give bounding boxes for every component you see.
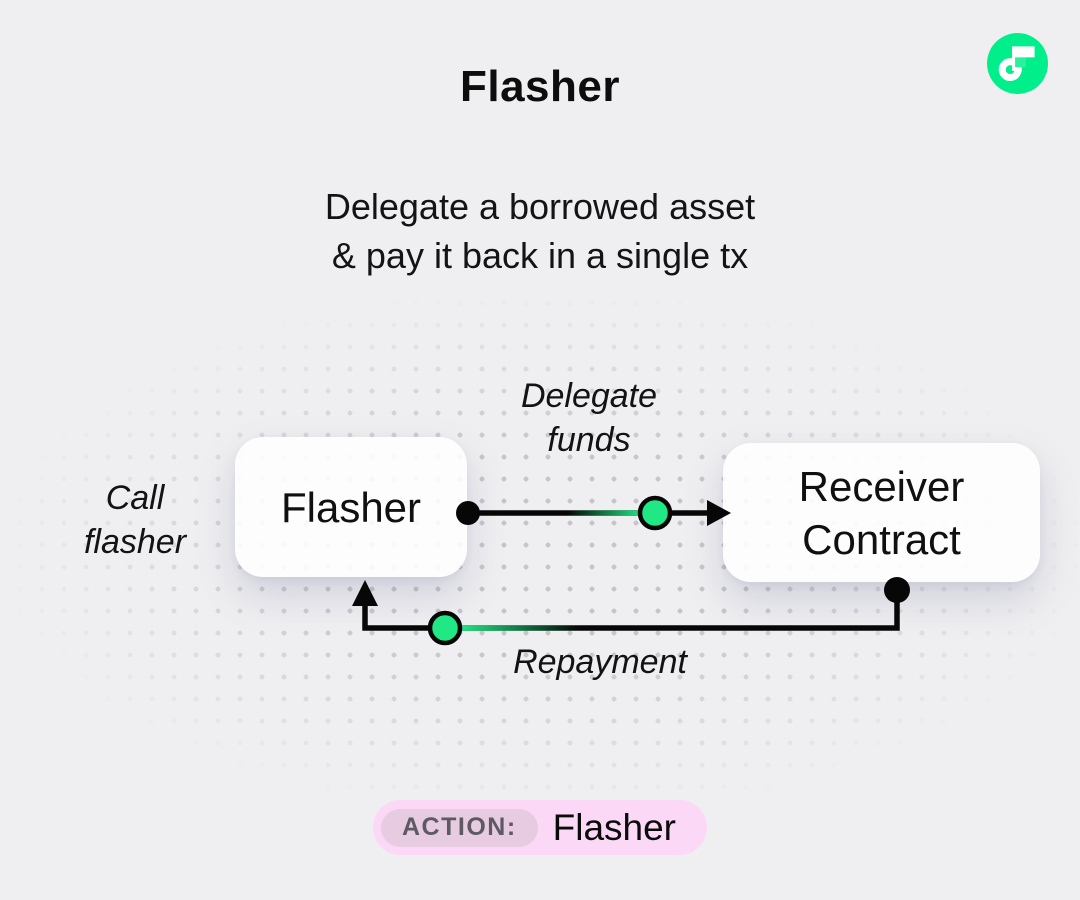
repayment-edge-token-dot [427, 610, 463, 646]
flow-logo-notch [1015, 57, 1027, 68]
action-badge-value: Flasher [552, 806, 677, 848]
node-flasher: Flasher [235, 437, 467, 577]
call-flasher-label: Call flasher [83, 479, 187, 561]
page-subtitle: Delegate a borrowed asset & pay it back … [324, 186, 756, 276]
repayment-edge-arrowhead-icon [352, 580, 378, 606]
action-badge-label: ACTION: [402, 813, 517, 841]
repayment-edge-line [362, 590, 900, 631]
repayment-label: Repayment [513, 643, 687, 681]
action-badge: ACTION: Flasher [373, 800, 707, 855]
node-flasher-label: Flasher [280, 483, 422, 531]
node-receiver-contract: Receiver Contract [723, 443, 1040, 582]
flow-logo-icon [987, 33, 1048, 94]
page-title: Flasher [459, 62, 620, 111]
node-receiver-label: Receiver Contract [798, 462, 965, 563]
action-badge-label-pill: ACTION: [381, 808, 538, 847]
delegate-funds-label: Delegate funds [520, 377, 658, 459]
delegate-edge-token-dot [637, 495, 673, 531]
